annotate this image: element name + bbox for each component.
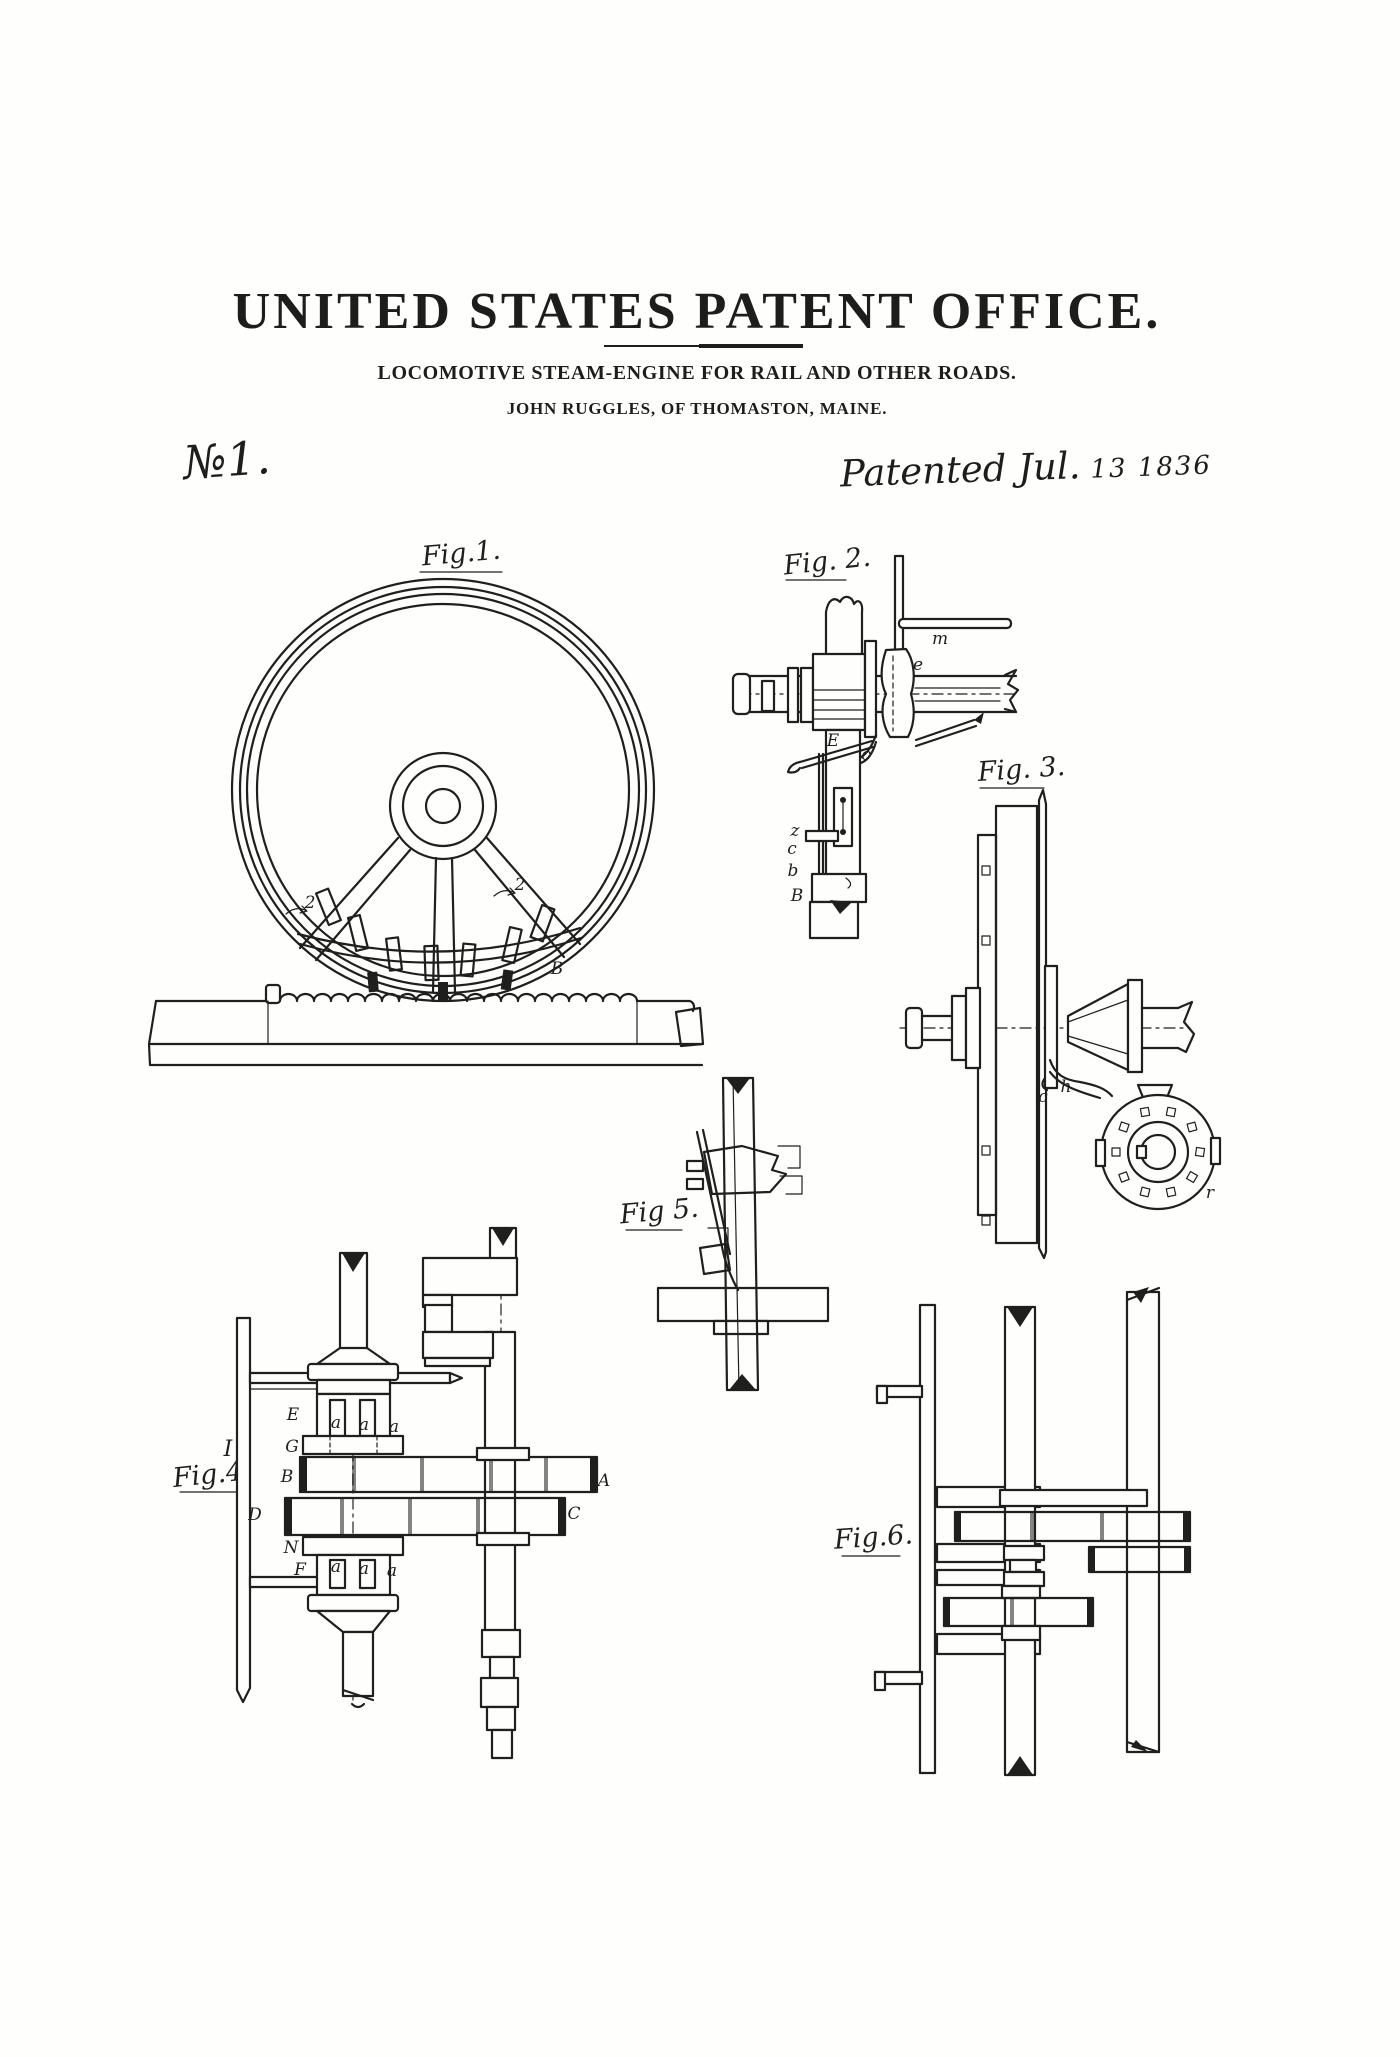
figure-2-drawing: Fig. 2. m — [731, 542, 1020, 940]
part-label: a — [389, 1417, 399, 1437]
part-label: a — [359, 1415, 369, 1435]
figure-4-drawing: I Fig.4. — [170, 1226, 610, 1760]
part-label: b — [788, 861, 799, 881]
figure-6-drawing: Fig.6. — [832, 1286, 1192, 1777]
inventor-line: JOHN RUGGLES, OF THOMASTON, MAINE. — [506, 399, 888, 418]
figure-1-drawing: Fig.1. — [147, 535, 705, 1067]
part-label: E — [826, 731, 840, 751]
part-label: N — [283, 1538, 300, 1558]
part-label: 2 — [304, 893, 316, 913]
part-label: a — [387, 1561, 397, 1581]
part-label: I — [223, 1437, 234, 1462]
part-label: C — [567, 1504, 580, 1524]
part-label: a — [331, 1413, 341, 1433]
figure-2-label: Fig. 2. — [781, 542, 872, 582]
part-label: B — [280, 1467, 294, 1487]
part-label: E — [286, 1405, 300, 1425]
part-label: m — [932, 629, 948, 649]
part-label: c — [787, 839, 797, 859]
part-label: A — [596, 1471, 610, 1491]
part-label: r — [1206, 1183, 1215, 1203]
figure-1-label: Fig.1. — [420, 535, 502, 573]
part-label: F — [293, 1560, 307, 1580]
part-label: B — [550, 959, 564, 979]
figure-3-label: Fig. 3. — [976, 751, 1067, 788]
part-label: z — [790, 821, 801, 841]
figure-3-drawing: Fig. 3. — [899, 751, 1222, 1260]
figure-5-drawing: Fig 5. — [618, 1076, 830, 1392]
invention-title: LOCOMOTIVE STEAM-ENGINE FOR RAIL AND OTH… — [377, 362, 1017, 384]
part-label: c — [861, 745, 871, 765]
part-label: e — [913, 655, 923, 675]
title-divider — [604, 344, 803, 348]
part-label: B — [790, 886, 804, 906]
part-label: a — [359, 1559, 369, 1579]
part-label: 2 — [514, 875, 526, 895]
part-label: G — [285, 1437, 299, 1457]
figure-5-label: Fig 5. — [618, 1193, 700, 1231]
page-title: UNITED STATES PATENT OFFICE. — [232, 283, 1162, 340]
figure-6-label: Fig.6. — [832, 1519, 914, 1556]
part-label: a — [331, 1557, 341, 1577]
part-label: c — [1038, 1087, 1048, 1107]
part-label: h — [1061, 1077, 1072, 1097]
part-label: D — [247, 1505, 262, 1525]
